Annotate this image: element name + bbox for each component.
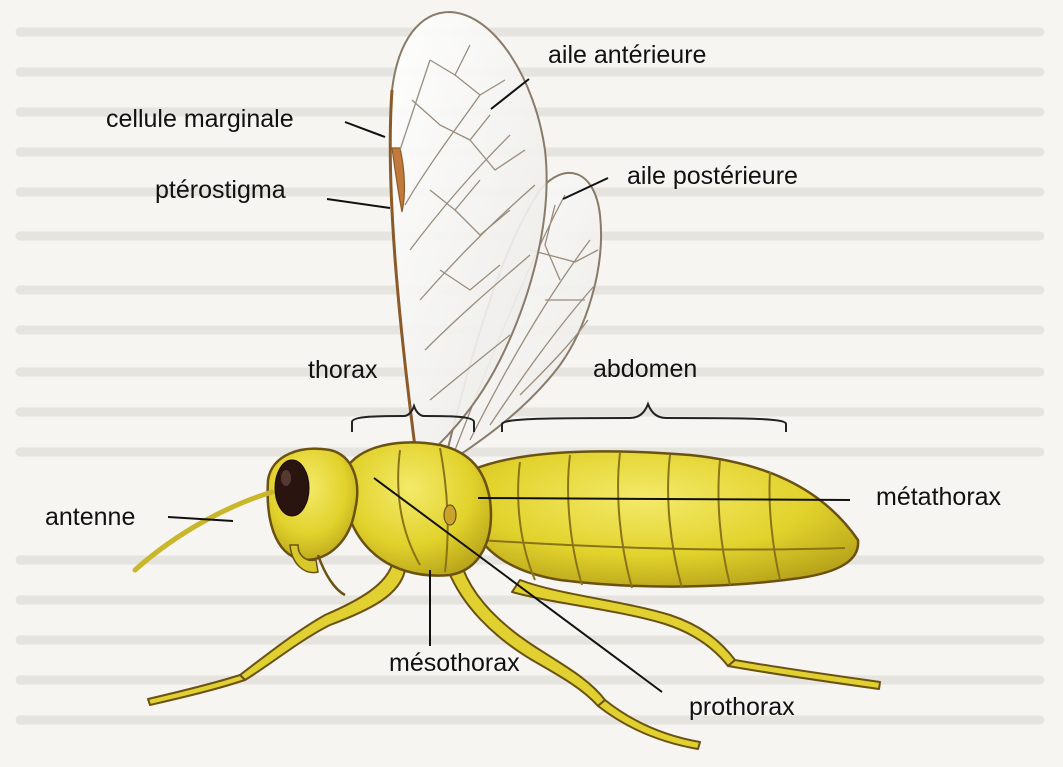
- head-shape: [268, 449, 358, 595]
- label-mesothorax: mésothorax: [389, 651, 520, 676]
- label-abdomen: abdomen: [593, 357, 697, 382]
- label-prothorax: prothorax: [689, 695, 795, 720]
- label-marginal-cell: cellule marginale: [106, 107, 294, 132]
- label-metathorax: métathorax: [876, 485, 1001, 510]
- abdomen-shape: [470, 451, 858, 588]
- label-forewing: aile antérieure: [548, 43, 706, 68]
- label-hindwing: aile postérieure: [627, 164, 798, 189]
- label-antenna: antenne: [45, 505, 135, 530]
- label-thorax: thorax: [308, 358, 377, 383]
- label-pterostigma: ptérostigma: [155, 178, 286, 203]
